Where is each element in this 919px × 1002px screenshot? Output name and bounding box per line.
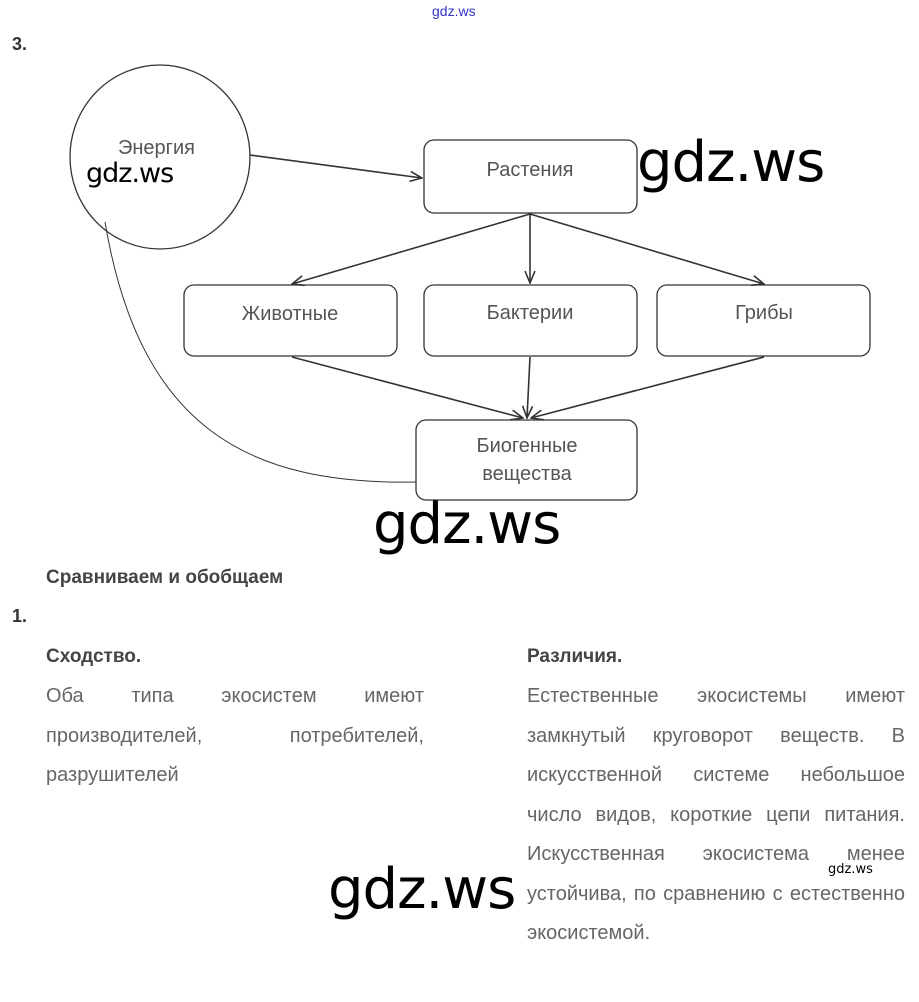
biogenic-label-2: вещества [482, 463, 572, 485]
plants-label: Растения [487, 159, 574, 181]
similarity-text: Оба типа экосистем имеют производителей,… [46, 685, 424, 786]
task-number-3: 3. [12, 34, 28, 54]
differences-heading: Различия. [527, 646, 623, 667]
watermark: gdz.ws [328, 857, 516, 922]
biogenic-node [415, 419, 638, 501]
top-link[interactable]: gdz.ws [432, 3, 476, 19]
watermark: gdz.ws [637, 130, 825, 195]
section-title: Сравниваем и обобщаем [46, 567, 284, 588]
task-number-1: 1. [12, 606, 28, 626]
plants-node [423, 139, 638, 214]
energy-node [69, 64, 251, 250]
ecosystem-diagram: Энергия Растения Животные Бактерии Грибы… [69, 64, 871, 501]
similarity-heading: Сходство. [46, 646, 142, 667]
watermark: gdz.ws [828, 862, 873, 877]
bacteria-label: Бактерии [487, 302, 574, 324]
animals-label: Животные [242, 303, 338, 325]
energy-label: Энергия [118, 137, 195, 159]
arrows [104, 154, 764, 483]
biogenic-label-1: Биогенные [477, 435, 578, 457]
watermark: gdz.ws [86, 158, 174, 189]
fungi-label: Грибы [735, 302, 793, 324]
watermark: gdz.ws [373, 492, 561, 557]
differences-text: Естественные экосистемы имеют замкнутый … [527, 685, 905, 944]
bacteria-node [423, 284, 638, 357]
